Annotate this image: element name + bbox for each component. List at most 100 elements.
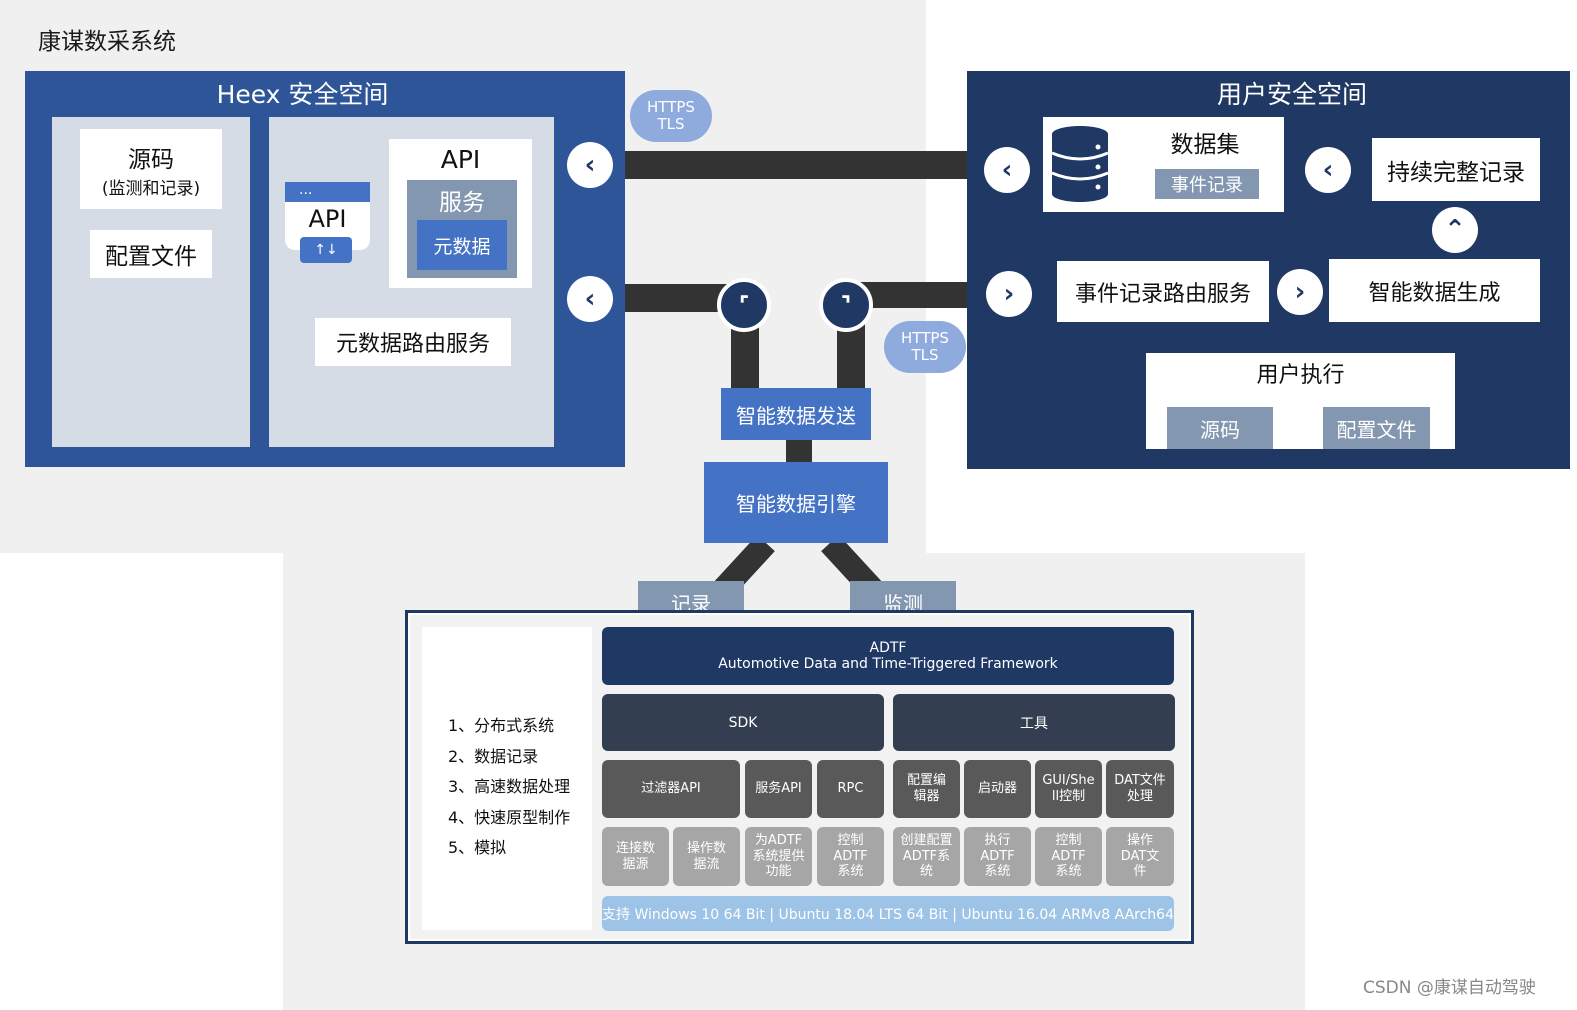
create-config-box: 创建配置ADTF系统	[893, 827, 960, 886]
chevron-right-icon[interactable]: ›	[1277, 269, 1323, 315]
adtf-row2-label: 操作DAT文件	[1120, 833, 1160, 880]
feature-list: 1、分布式系统 2、数据记录 3、高速数据处理 4、快速原型制作 5、模拟	[422, 627, 592, 930]
connector-top	[610, 151, 970, 179]
platform-support-bar: 支持 Windows 10 64 Bit | Ubuntu 18.04 LTS …	[602, 896, 1174, 931]
event-record-tag: 事件记录	[1155, 169, 1259, 199]
feature-item: 4、快速原型制作	[448, 807, 571, 827]
adtf-title-box: ADTF Automotive Data and Time-Triggered …	[602, 627, 1174, 685]
adtf-row2-label: 控制ADTF系统	[1051, 833, 1086, 880]
watermark: CSDN @康谋自动驾驶	[1363, 978, 1536, 998]
event-routing-label: 事件记录路由服务	[1074, 281, 1251, 307]
user-space-title: 用户安全空间	[1216, 80, 1367, 109]
dat-file-box: DAT文件处理	[1106, 760, 1174, 818]
user-exec-label: 用户执行	[1256, 363, 1345, 388]
execute-adtf-box: 执行ADTF系统	[964, 827, 1031, 886]
https-label: HTTPS	[901, 329, 949, 347]
provide-function-box: 为ADTF系统提供功能	[745, 827, 812, 886]
metadata-box: 元数据	[417, 220, 507, 270]
service-api-box: 服务API	[745, 760, 812, 818]
control-adtf-box: 控制ADTF系统	[1035, 827, 1102, 886]
launcher-box: 启动器	[964, 760, 1031, 818]
adtf-row1-label: 配置编辑器	[906, 773, 946, 804]
tls-label: TLS	[657, 115, 685, 133]
continuous-record-box: 持续完整记录	[1372, 138, 1540, 201]
sdk-label: SDK	[728, 714, 758, 731]
service-box: 服务 元数据	[407, 180, 517, 278]
chevron-left-icon[interactable]: ‹	[567, 142, 613, 188]
smart-data-engine: 智能数据引擎	[704, 462, 888, 543]
smart-data-gen-label: 智能数据生成	[1368, 280, 1501, 306]
service-label: 服务	[439, 190, 485, 216]
config-file-label: 配置文件	[105, 244, 197, 270]
smart-data-gen-box: 智能数据生成	[1329, 259, 1540, 322]
smart-data-send-label: 智能数据发送	[736, 403, 856, 428]
feature-list-items: 1、分布式系统 2、数据记录 3、高速数据处理 4、快速原型制作 5、模拟	[422, 627, 592, 864]
adtf-row1-label: DAT文件处理	[1114, 773, 1166, 804]
adtf-row1-label: 过滤器API	[641, 781, 701, 796]
database-icon	[1051, 126, 1109, 202]
dataset-box: 数据集 事件记录	[1043, 117, 1284, 212]
operate-dat-box: 操作DAT文件	[1106, 827, 1174, 886]
event-routing-box: 事件记录路由服务	[1057, 261, 1269, 322]
metadata-routing-box: 元数据路由服务	[315, 318, 511, 366]
adtf-row1-label: 启动器	[977, 781, 1017, 796]
dataset-label: 数据集	[1170, 132, 1240, 158]
https-label: HTTPS	[647, 98, 695, 116]
adtf-row2-label: 执行ADTF系统	[980, 833, 1015, 880]
adtf-row1-label: GUI/Shell控制	[1042, 773, 1095, 804]
chevron-up-icon[interactable]: ⌃	[1432, 207, 1478, 253]
feature-item: 1、分布式系统	[448, 716, 555, 735]
user-exec-box: 用户执行 源码 配置文件	[1146, 353, 1455, 449]
rpc-box: RPC	[817, 760, 884, 818]
corner-arrow-icon[interactable]: ⌝	[819, 278, 873, 332]
metadata-routing-label: 元数据路由服务	[335, 332, 490, 357]
adtf-subtitle: Automotive Data and Time-Triggered Frame…	[718, 656, 1058, 672]
corner-arrow-icon[interactable]: ⌜	[717, 278, 771, 332]
connector-send-engine	[786, 435, 812, 465]
control-adtf-box: 控制ADTF系统	[817, 827, 884, 886]
smart-data-send: 智能数据发送	[721, 388, 871, 440]
tools-label: 工具	[1020, 715, 1048, 732]
adtf-title: ADTF	[869, 640, 907, 656]
exec-config-tag: 配置文件	[1323, 407, 1430, 449]
api-service-box: API 服务 元数据	[389, 139, 532, 288]
api-service-title: API	[440, 144, 481, 174]
continuous-record-label: 持续完整记录	[1387, 159, 1525, 186]
sdk-box: SDK	[602, 694, 884, 751]
company-title: 康谋数采系统	[38, 29, 176, 55]
adtf-row2-label: 创建配置ADTF系统	[900, 833, 953, 880]
heex-space-title: Heex 安全空间	[216, 80, 389, 109]
chevron-right-icon[interactable]: ›	[986, 271, 1032, 317]
connect-source-box: 连接数据源	[602, 827, 669, 886]
api-icon-label: API	[308, 205, 347, 233]
chevron-left-icon[interactable]: ‹	[567, 276, 613, 322]
api-icon-header: ...	[285, 182, 370, 202]
adtf-row2-label: 连接数据源	[615, 841, 655, 872]
adtf-row1-label: RPC	[837, 781, 864, 796]
adtf-row2-label: 操作数据流	[686, 841, 726, 872]
adtf-row2-label: 控制ADTF系统	[833, 833, 868, 880]
config-editor-box: 配置编辑器	[893, 760, 960, 818]
exec-source-tag: 源码	[1167, 407, 1273, 449]
source-code-label: 源码	[128, 146, 174, 173]
source-code-sublabel: (监测和记录)	[101, 178, 201, 199]
gui-shell-box: GUI/Shell控制	[1035, 760, 1102, 818]
tools-box: 工具	[893, 694, 1175, 751]
tls-label: TLS	[911, 346, 939, 364]
adtf-row1-label: 服务API	[755, 781, 802, 796]
api-icon: ... API ↑↓	[285, 182, 370, 263]
filter-api-box: 过滤器API	[602, 760, 740, 818]
chevron-left-icon[interactable]: ‹	[984, 147, 1030, 193]
https-tls-badge: HTTPS TLS	[884, 321, 966, 373]
smart-data-engine-label: 智能数据引擎	[736, 492, 856, 516]
feature-item: 5、模拟	[448, 838, 507, 857]
https-tls-badge: HTTPS TLS	[630, 90, 712, 142]
chevron-left-icon[interactable]: ‹	[1305, 147, 1351, 193]
operate-stream-box: 操作数据流	[673, 827, 740, 886]
adtf-row2-label: 为ADTF系统提供功能	[752, 833, 805, 880]
connector-right-lower	[855, 282, 970, 308]
feature-item: 3、高速数据处理	[448, 777, 571, 796]
platform-support-label: 支持 Windows 10 64 Bit | Ubuntu 18.04 LTS …	[602, 906, 1174, 923]
config-file-box: 配置文件	[90, 230, 212, 278]
api-icon-arrows: ↑↓	[300, 237, 352, 263]
